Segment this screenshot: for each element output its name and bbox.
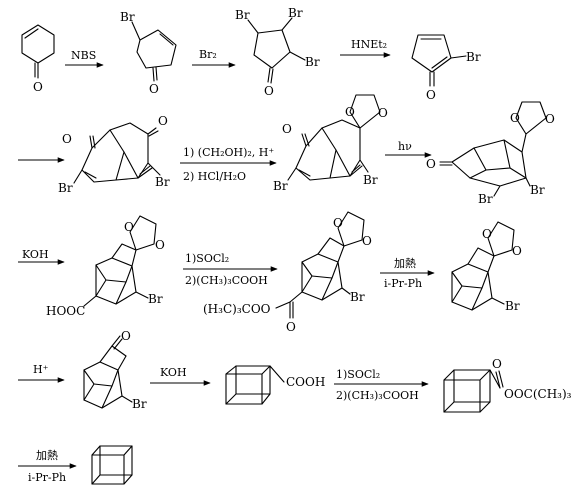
bromocyclopentenone: Br O (120, 10, 177, 96)
atom-o: O (512, 244, 522, 258)
reagent-peracid: 2)(CH₃)₃COOH (336, 389, 419, 402)
atom-o: O (282, 122, 292, 136)
atom-br: Br (466, 50, 481, 64)
atom-br: Br (530, 183, 545, 197)
reagent-peracid: 2)(CH₃)₃COOH (185, 274, 268, 287)
atom-o: O (426, 88, 436, 102)
reagent-hcl: 2) HCl/H₂O (183, 170, 246, 183)
bromocyclopentadienone: Br O (411, 34, 481, 102)
reagent-glycol: 1) (CH₂OH)₂, H⁺ (183, 146, 274, 159)
atom-o: O (362, 234, 372, 248)
reagent-heat: 加熱 (36, 449, 58, 462)
cubane-perester: O OOC(CH₃)₃ (443, 357, 572, 413)
cage-perester: O O Br O (H₃C)₃COO (203, 211, 372, 334)
atom-br: Br (478, 192, 493, 206)
cubane (91, 445, 133, 485)
atom-o: O (482, 227, 492, 241)
atom-o: O (33, 80, 43, 94)
atom-br: Br (132, 397, 147, 411)
reagent-solvent: i-Pr-Ph (384, 277, 422, 290)
atom-o: O (545, 112, 555, 126)
atom-o: O (345, 105, 355, 119)
reagent-hnet2: HNEt₂ (351, 38, 387, 51)
atom-o: O (492, 357, 502, 371)
atom-o: O (426, 157, 436, 171)
atom-br: Br (363, 173, 378, 187)
cage-acid: O O Br HOOC (46, 215, 165, 318)
reagent-socl2: 1)SOCl₂ (185, 252, 229, 265)
atom-o: O (62, 132, 72, 146)
atom-o: O (149, 82, 159, 96)
atom-o: O (158, 114, 168, 128)
atom-o: O (121, 329, 131, 343)
reagent-hv: hν (398, 140, 412, 153)
bromo-cage-ketal: O O Br (451, 221, 522, 313)
atom-o: O (333, 216, 343, 230)
reagent-solvent: i-Pr-Ph (28, 471, 66, 484)
reagent-koh: KOH (160, 366, 187, 379)
atom-o: O (510, 111, 520, 125)
atom-o: O (124, 220, 134, 234)
atom-br: Br (350, 290, 365, 304)
cubane-carboxylic-acid: COOH (225, 365, 325, 405)
reagent-br2: Br₂ (199, 48, 217, 61)
atom-o: O (378, 106, 388, 120)
atom-cooh: COOH (286, 375, 325, 389)
atom-o: O (264, 84, 274, 98)
atom-br: Br (155, 175, 170, 189)
atom-br: Br (58, 181, 73, 195)
ketal-dimer: O O O Br Br (273, 94, 388, 193)
atom-br: Br (273, 179, 288, 193)
diels-alder-dimer: O O Br Br (58, 114, 170, 195)
reagent-koh: KOH (22, 248, 49, 261)
atom-br: Br (235, 8, 250, 22)
atom-br: Br (505, 299, 520, 313)
atom-ester-left: (H₃C)₃COO (203, 302, 271, 316)
reagent-heat: 加熱 (394, 257, 416, 270)
atom-hooc: HOOC (46, 304, 85, 318)
atom-ester-right: OOC(CH₃)₃ (504, 387, 572, 401)
atom-br: Br (120, 10, 135, 24)
bromo-cage-ketone: O Br (83, 329, 147, 411)
reagent-nbs: NBS (71, 49, 96, 62)
photo-cage: O O O Br Br (426, 101, 555, 206)
atom-br: Br (288, 6, 303, 20)
reagent-socl2: 1)SOCl₂ (336, 368, 380, 381)
tribromocyclopentanone: Br Br Br O (235, 6, 320, 98)
cyclopentenone: O (21, 24, 55, 94)
reagent-acid: H⁺ (33, 363, 49, 376)
atom-o: O (286, 320, 296, 334)
atom-o: O (155, 238, 165, 252)
atom-br: Br (148, 292, 163, 306)
atom-br: Br (305, 55, 320, 69)
